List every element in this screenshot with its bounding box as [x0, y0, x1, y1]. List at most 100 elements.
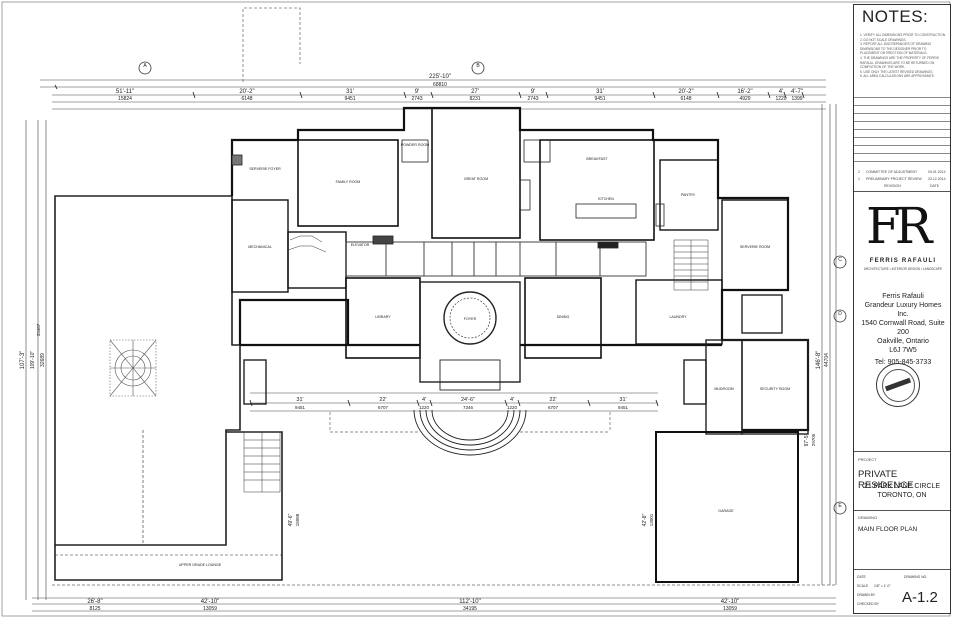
room-great: GREAT ROOM — [464, 177, 488, 181]
dim-bottom-0: 26'-8" — [87, 599, 102, 605]
dim-mid-6: 31' — [619, 397, 626, 403]
rev-desc: PRELIMINARY PROJECT REVIEW — [866, 177, 922, 181]
dim-garage-0: 49'-6" — [288, 513, 294, 526]
dim-garage-height-mm: 29705 — [811, 433, 816, 446]
section-marker-labels: A B C D E — [143, 63, 842, 509]
section-marker-d: D — [838, 311, 842, 317]
room-serverie-room: SERVERIE ROOM — [740, 245, 770, 249]
title-block: NOTES: 1. VERIFY ALL DIMENSIONS PRIOR TO… — [853, 4, 951, 614]
dim-right-overall: 146'-8" — [816, 351, 822, 370]
dim-top-1-mm: 6148 — [241, 96, 252, 102]
dim-mid-1-mm: 6707 — [378, 405, 389, 410]
dim-top-6-mm: 9451 — [594, 96, 605, 102]
dim-top-3: 9' — [415, 89, 419, 95]
stairs — [287, 235, 709, 291]
note-item: 3. REPORT ALL DISCREPANCIES OF DRAWING D… — [860, 42, 932, 56]
project-address-line: TORONTO, ON — [877, 492, 927, 499]
dim-left-overall: 107'-3" — [20, 351, 26, 370]
dim-left-overall-mm: 32689 — [40, 353, 46, 367]
room-powder: POWDER ROOM — [401, 143, 429, 147]
room-elevator: ELEVATOR — [351, 243, 370, 247]
note-item: 6. ALL AREA CALCULATIONS ARE APPROXIMATE… — [860, 74, 935, 79]
rev-date: 23.12.2014 — [928, 177, 946, 181]
firm-name: FERRIS RAFAULI — [869, 258, 937, 264]
mid-dimension-texts: 31' 9451 22' 6707 4' 1220 24'-6" 7346 4'… — [295, 397, 629, 410]
note-item: 4. THE DRAWINGS ARE THE PROPERTY OF FERR… — [860, 55, 939, 70]
dim-mid-4: 4' — [510, 397, 514, 403]
dim-bottom-0-mm: 8125 — [89, 606, 100, 612]
room-mudroom: MUDROOM — [714, 387, 733, 391]
rev-date: 09.01.2014 — [928, 170, 946, 174]
garage — [655, 431, 799, 583]
dim-left-sub-mm: 33487 — [36, 323, 41, 336]
dim-mid-2-mm: 1220 — [419, 405, 430, 410]
designer-seal-stamp — [876, 363, 920, 407]
address-line: Oakville, Ontario — [877, 338, 929, 345]
room-security: SECURITY ROOM — [760, 387, 790, 391]
room-pantry: PANTRY — [681, 193, 696, 197]
meta-drawn-label: DRAWN BY — [857, 593, 876, 597]
project-name: PRIVATE RESIDENCE — [858, 469, 914, 491]
dim-mid-2: 4' — [422, 397, 426, 403]
room-serverie-foyer: SERVERIE FOYER — [249, 167, 281, 171]
room-garage: GARAGE — [718, 509, 734, 513]
dim-mid-4-mm: 1220 — [507, 405, 518, 410]
dim-left-sub: 109'-10" — [30, 351, 36, 370]
room-family: FAMILY ROOM — [336, 180, 361, 184]
rev-no: 1 — [858, 177, 860, 181]
dim-top-4: 27' — [471, 89, 479, 95]
dim-top-2: 31' — [346, 89, 354, 95]
rev-desc: COMMITTEE OF ADJUSTMENT — [866, 170, 918, 174]
dim-mid-3-mm: 7346 — [463, 405, 474, 410]
dim-bottom-2: 42'-10" — [721, 599, 740, 605]
dim-mid-6-mm: 9451 — [618, 405, 629, 410]
dim-top-9: 4' — [779, 89, 783, 95]
dim-bottom-1: 42'-10" — [201, 599, 220, 605]
dim-garage-1: 42'-8" — [642, 513, 648, 526]
dim-top-10-mm: 1399 — [791, 96, 802, 102]
dim-top-4-mm: 8231 — [469, 96, 480, 102]
dim-mid-3: 24'-6" — [461, 397, 475, 403]
section-marker-c: C — [838, 257, 842, 263]
firm-tagline: ARCHITECTURE • INTERIOR DESIGN • LANDSCA… — [863, 267, 943, 271]
dim-garage-height: 97'-5" — [804, 433, 810, 446]
room-lounge: UPPER GRADE LOUNGE — [179, 563, 222, 567]
dim-top-7-mm: 6148 — [680, 96, 691, 102]
room-mechanical: MECHANICAL — [248, 245, 272, 249]
lounge-wing — [54, 430, 283, 581]
room-library: LIBRARY — [375, 315, 391, 319]
dim-top-overall-mm: 68810 — [433, 82, 447, 88]
address-line: Ferris Rafauli — [882, 293, 924, 300]
meta-checked-label: CHECKED BY — [857, 602, 880, 606]
room-dining: DINING — [557, 315, 570, 319]
dim-mid-5-mm: 6707 — [548, 405, 559, 410]
meta-date-label: DATE — [857, 575, 866, 579]
project-address-line: 21 PARK LANE CIRCLE — [863, 483, 941, 490]
section-markers — [138, 61, 847, 515]
rev-header: REVISION — [884, 184, 901, 188]
dim-top-2-mm: 9451 — [344, 96, 355, 102]
note-item: 5. USE ONLY THE LATEST REVISED DRAWINGS. — [860, 69, 934, 74]
dim-garage-0-mm: 15088 — [295, 513, 300, 526]
dim-top-0: 51'-11" — [116, 89, 134, 95]
dim-mid-0: 31' — [296, 397, 303, 403]
project-label: PROJECT — [858, 457, 877, 462]
dim-top-9-mm: 1220 — [775, 96, 786, 102]
firm-phone: Tel: 905-845-3733 — [874, 359, 932, 366]
stair-lower-left — [243, 431, 281, 493]
address-line: 1540 Cornwall Road, Suite 200 — [861, 320, 945, 336]
dim-bottom-overall: 112'-10" — [459, 599, 481, 605]
notes-list: 1. VERIFY ALL DIMENSIONS PRIOR TO CONSTR… — [860, 33, 946, 79]
room-labels: SERVERIE FOYER FAMILY ROOM POWDER ROOM G… — [179, 143, 790, 567]
sheet-number: A-1.2 — [902, 589, 938, 606]
address-line: L6J 7W5 — [889, 347, 917, 354]
firm-address: Ferris Rafauli Grandeur Luxury Homes Inc… — [860, 292, 946, 367]
side-dimension-texts: 107'-3" 32689 109'-10" 33487 146'-8" 447… — [20, 323, 830, 446]
dim-mid-5: 22' — [549, 397, 556, 403]
notes-title: NOTES: — [862, 7, 929, 26]
drawing-label: DRAWING — [858, 515, 878, 520]
revision-table: 2 COMMITTEE OF ADJUSTMENT 09.01.2014 1 P… — [854, 97, 950, 188]
room-breakfast: BREAKFAST — [586, 157, 608, 161]
section-marker-e: E — [838, 503, 842, 509]
